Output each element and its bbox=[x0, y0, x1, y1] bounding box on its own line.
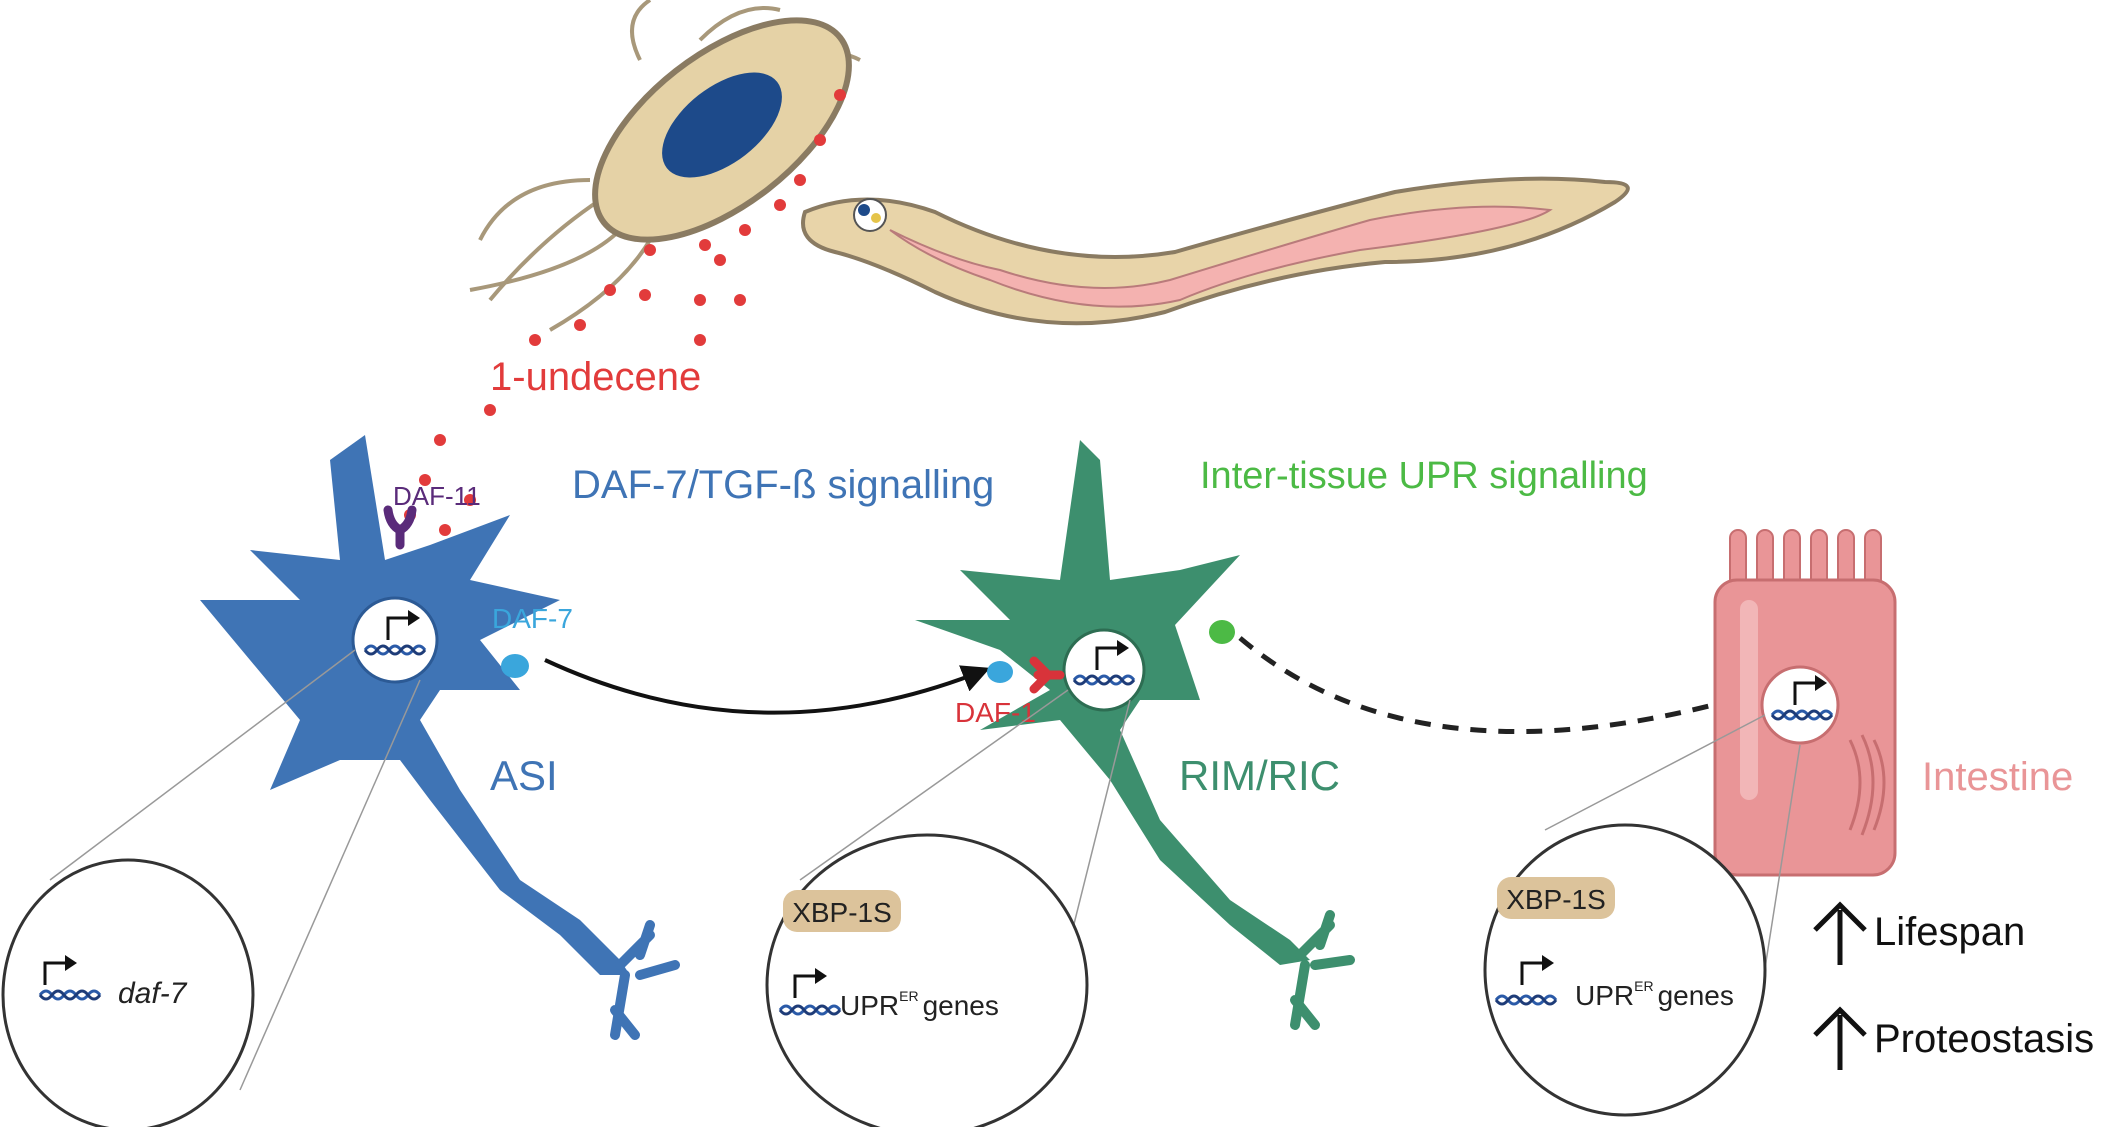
xbp-1s-label: XBP-1S bbox=[792, 897, 892, 928]
rim-nucleus bbox=[1062, 628, 1146, 712]
asi-neuron bbox=[200, 435, 680, 1040]
asi-nucleus bbox=[351, 596, 439, 684]
asi-label: ASI bbox=[490, 752, 558, 799]
intestine-cell bbox=[1713, 529, 1897, 877]
upr-signalling-arrow bbox=[1238, 636, 1757, 735]
intestine-nucleus bbox=[1760, 665, 1840, 745]
daf-1-receptor-icon bbox=[1029, 656, 1065, 694]
worm-illustration bbox=[801, 176, 1630, 326]
up-arrow-icon bbox=[1813, 901, 1867, 965]
daf-11-receptor-icon bbox=[383, 505, 417, 550]
up-arrow-icon bbox=[1813, 1006, 1867, 1070]
inset-asi-nucleus: daf-7 bbox=[1, 858, 255, 1127]
odorant-dots bbox=[404, 89, 846, 536]
daf-7-ligand-icon bbox=[501, 654, 529, 678]
proteostasis-label: Proteostasis bbox=[1874, 1017, 2094, 1061]
daf-11-label: DAF-11 bbox=[393, 481, 481, 511]
lifespan-label: Lifespan bbox=[1874, 910, 2025, 954]
daf-7-label: DAF-7 bbox=[492, 603, 573, 634]
odorant-label: 1-undecene bbox=[490, 355, 701, 399]
daf-1-label: DAF-1 bbox=[955, 697, 1036, 728]
daf-7-signalling-arrow bbox=[544, 658, 991, 715]
rim-ric-label: RIM/RIC bbox=[1179, 752, 1340, 799]
pathway-2-label: Inter-tissue UPR signalling bbox=[1200, 455, 1648, 497]
outcomes: Lifespan Proteostasis bbox=[1813, 901, 2094, 1070]
rim-ric-neuron bbox=[915, 440, 1355, 1030]
intestine-label: Intestine bbox=[1922, 755, 2073, 799]
daf-7-gene-label: daf-7 bbox=[118, 977, 188, 1010]
daf-7-bound-icon bbox=[987, 661, 1013, 683]
bacterium-illustration bbox=[469, 0, 861, 332]
xbp-1s-label-intestine: XBP-1S bbox=[1506, 884, 1606, 915]
upr-signal-icon bbox=[1209, 620, 1235, 644]
pathway-1-label: DAF-7/TGF-ß signalling bbox=[572, 463, 994, 507]
